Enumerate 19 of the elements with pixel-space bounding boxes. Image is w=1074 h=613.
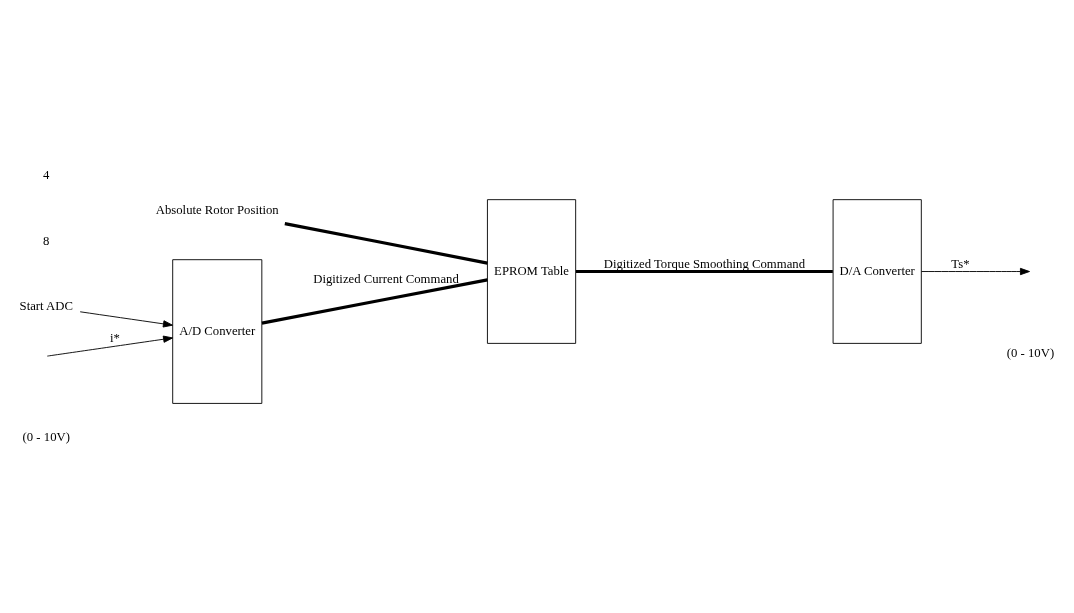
node-box: D/A Converter [832,198,922,344]
node-text: Start ADC [19,298,73,313]
edge-label: Digitized Torque Smoothing Command [603,256,806,271]
arrow [921,267,1030,275]
edge-label: i* [109,330,120,345]
arrow [46,335,174,357]
label: 4 [43,167,50,182]
node-text: Absolute Rotor Position [155,202,279,217]
edge-label: Ts* [951,256,970,271]
node-box: EPROM Table [486,198,577,344]
connector [284,221,488,265]
label: (0 - 10V) [1006,345,1055,360]
label: (0 - 10V) [22,429,70,444]
label: 8 [43,233,50,248]
arrow [79,310,173,327]
node-box: A/D Converter [172,258,263,404]
edge-label: Digitized Current Command [313,271,459,286]
connector [576,269,833,273]
connector [261,277,488,325]
